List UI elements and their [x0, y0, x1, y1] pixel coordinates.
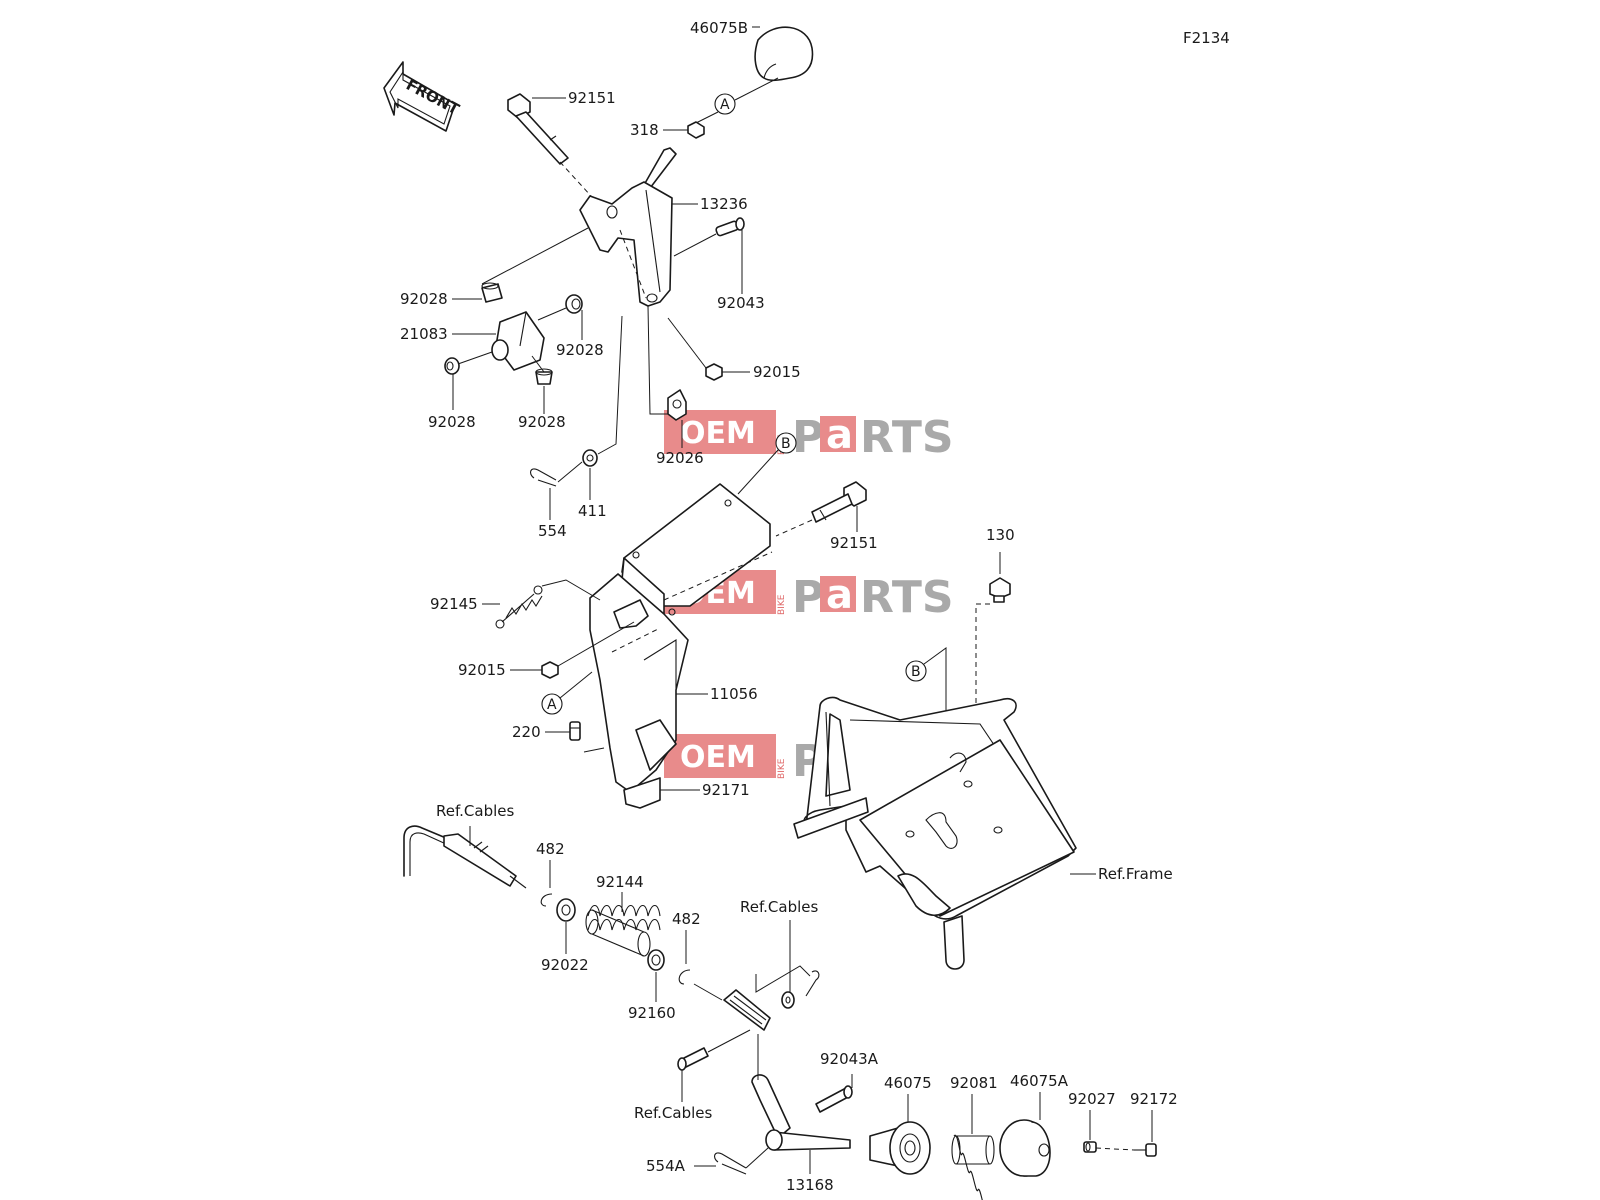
bolt-220 [569, 721, 581, 741]
collar-92028-b [565, 294, 583, 314]
pin-ref-cables [677, 1047, 709, 1071]
watermark-p: P [792, 572, 824, 623]
label-92081: 92081 [950, 1074, 998, 1092]
label-92028-b: 92028 [556, 341, 604, 359]
clip-482-a [540, 893, 553, 907]
label-130: 130 [986, 526, 1015, 544]
lever-13236 [579, 147, 677, 307]
figure-code: F2134 [1183, 29, 1230, 47]
label-92043: 92043 [717, 294, 765, 312]
label-482-b: 482 [672, 910, 701, 928]
label-554: 554 [538, 522, 567, 540]
knob-46075B [754, 26, 814, 82]
label-411: 411 [578, 502, 607, 520]
label-92022: 92022 [541, 956, 589, 974]
screw-92027 [1083, 1141, 1097, 1153]
cap-46075A [999, 1119, 1051, 1177]
label-92172: 92172 [1130, 1090, 1178, 1108]
knob-46075 [869, 1121, 931, 1175]
watermark-a: a [826, 412, 853, 458]
pin-92043A [815, 1085, 853, 1113]
label-11056: 11056 [710, 685, 758, 703]
label-46075B: 46075B [690, 19, 748, 37]
cable-ref-left [403, 825, 527, 889]
clip-92026 [667, 389, 687, 421]
nut-318 [687, 121, 705, 139]
watermark-oem: OEM [680, 416, 756, 451]
label-92026: 92026 [656, 449, 704, 467]
watermark-a: a [826, 572, 853, 618]
watermark-rts: RTS [860, 572, 954, 623]
cotter-pin-554A [713, 1152, 747, 1175]
spring-92081 [951, 1134, 995, 1200]
label-ref-cables-3: Ref.Cables [634, 1104, 713, 1122]
screw-92172 [1134, 1143, 1157, 1157]
bolt-92151-top [507, 93, 569, 165]
label-92144: 92144 [596, 873, 644, 891]
bolt-130 [989, 577, 1011, 603]
spring-92145 [495, 585, 543, 629]
label-92160: 92160 [628, 1004, 676, 1022]
cotter-ref-cables [805, 970, 820, 997]
label-ref-cables-2: Ref.Cables [740, 898, 819, 916]
label-318: 318 [630, 121, 659, 139]
label-13236: 13236 [700, 195, 748, 213]
callout-b-text: B [781, 436, 791, 452]
collar-92028-c [444, 357, 460, 375]
washer-ref-cables [781, 991, 795, 1009]
callout-b-frame-text: B [911, 664, 921, 680]
label-92028-c: 92028 [428, 413, 476, 431]
label-92151-mid: 92151 [830, 534, 878, 552]
label-92151-top: 92151 [568, 89, 616, 107]
label-ref-cables-1: Ref.Cables [436, 802, 515, 820]
washer-411 [582, 449, 598, 467]
block-21083 [491, 311, 545, 371]
bolt-92151-mid [811, 481, 867, 523]
link-plate [723, 989, 771, 1031]
pin-92043 [715, 217, 745, 237]
label-92027: 92027 [1068, 1090, 1116, 1108]
label-ref-frame: Ref.Frame [1098, 865, 1173, 883]
callout-a-mid [541, 693, 563, 715]
collar-92160 [647, 949, 665, 971]
watermark: OEM BIKE P a RTS [664, 410, 954, 463]
label-92015-mid: 92015 [458, 661, 506, 679]
watermark-oem: OEM [680, 740, 756, 775]
label-92145: 92145 [430, 595, 478, 613]
watermark-bike: BIKE [777, 594, 787, 615]
label-482-a: 482 [536, 840, 565, 858]
collar-92028-a [481, 282, 503, 303]
label-92028-d: 92028 [518, 413, 566, 431]
bracket-11056 [589, 483, 771, 809]
label-92028-a: 92028 [400, 290, 448, 308]
label-220: 220 [512, 723, 541, 741]
watermark-rts: RTS [860, 412, 954, 463]
label-554A: 554A [646, 1157, 686, 1175]
label-92171: 92171 [702, 781, 750, 799]
cotter-pin-554 [529, 468, 557, 487]
callout-b-frame [905, 660, 927, 682]
frame-ref [793, 696, 1077, 970]
label-21083: 21083 [400, 325, 448, 343]
label-92043A: 92043A [820, 1050, 879, 1068]
front-arrow-icon: FRONT [383, 61, 463, 132]
label-13168: 13168 [786, 1176, 834, 1194]
label-92015-top: 92015 [753, 363, 801, 381]
nut-92015-top [705, 363, 723, 381]
callout-b [775, 432, 797, 454]
callout-a-text: A [720, 97, 730, 113]
nut-92015-mid [541, 661, 559, 679]
collar-92028-d [535, 368, 553, 385]
washer-92022 [556, 898, 576, 922]
label-46075A: 46075A [1010, 1072, 1069, 1090]
lever-13168 [751, 1074, 851, 1151]
watermark-p: P [792, 412, 824, 463]
label-46075: 46075 [884, 1074, 932, 1092]
watermark-bike: BIKE [777, 758, 787, 779]
callout-a-mid-text: A [547, 697, 557, 713]
clip-482-b [678, 969, 691, 985]
spring-92144 [585, 904, 661, 957]
callout-a [714, 93, 736, 115]
